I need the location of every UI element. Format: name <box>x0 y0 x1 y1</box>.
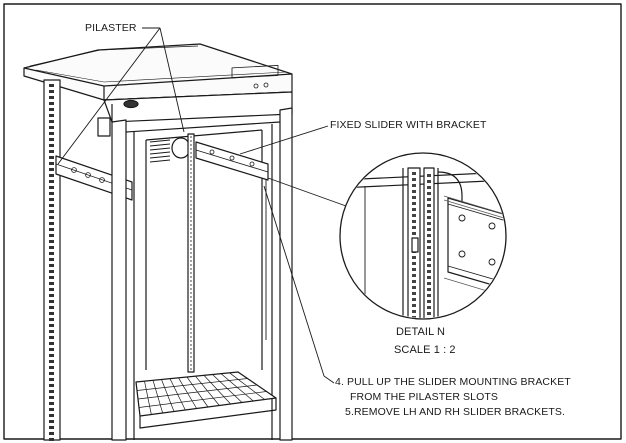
detail-title: DETAIL N <box>396 326 446 338</box>
step-4-line-2: FROM THE PILASTER SLOTS <box>350 391 498 403</box>
step-5-text: 5.REMOVE LH AND RH SLIDER BRACKETS. <box>345 406 565 418</box>
fixed-slider-label: FIXED SLIDER WITH BRACKET <box>330 119 487 131</box>
drawing-border <box>3 3 622 440</box>
left-pilaster <box>43 79 61 441</box>
fixed-slider-bracket <box>195 141 269 181</box>
leader-lines <box>57 27 347 384</box>
detail-n-callout <box>339 152 507 320</box>
wire-shelf <box>135 371 277 429</box>
detail-scale: SCALE 1 : 2 <box>394 344 456 356</box>
pilaster-label: PILASTER <box>85 22 137 34</box>
cabinet-frame <box>111 107 293 441</box>
step-4-line-1: 4. PULL UP THE SLIDER MOUNTING BRACKET <box>335 376 571 388</box>
cabinet-top <box>23 43 293 123</box>
